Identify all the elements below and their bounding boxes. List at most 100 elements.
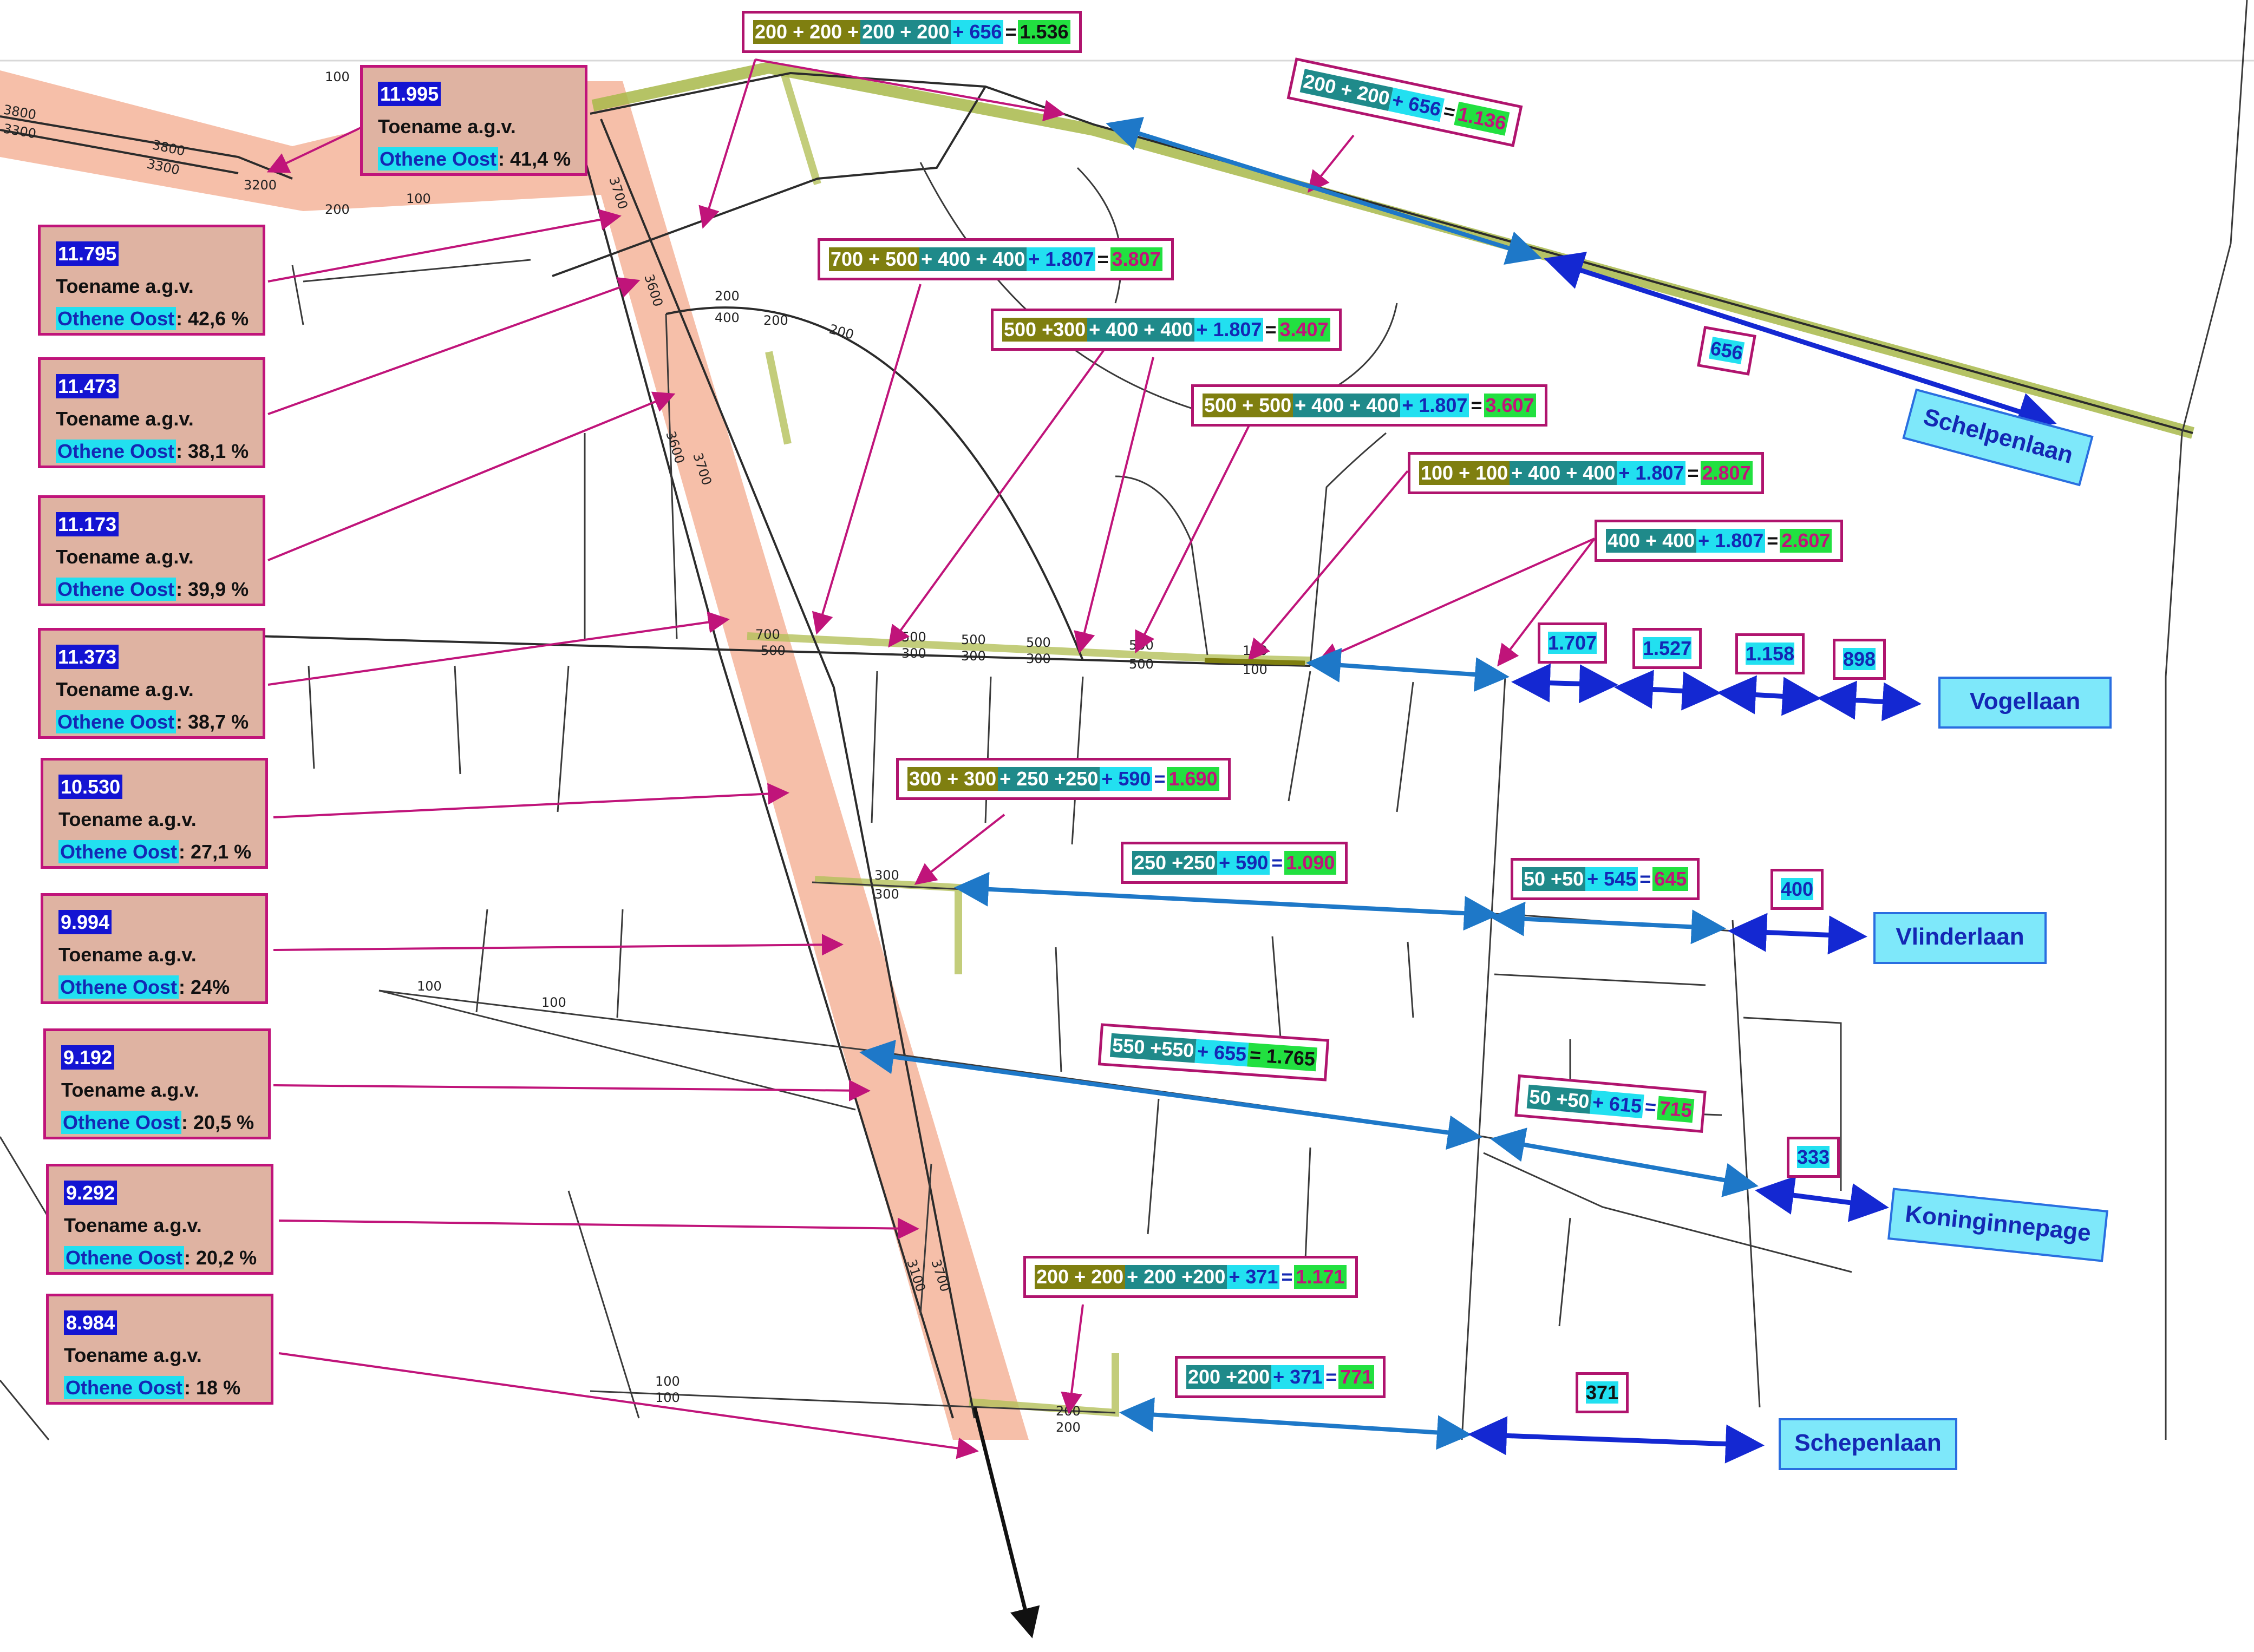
formula-part: + 545	[1585, 867, 1638, 891]
formula-part: = 1.765	[1247, 1043, 1318, 1072]
formula-part: =	[1639, 868, 1651, 890]
callout-arrows	[266, 58, 1596, 1459]
formula-part: + 1.807	[1027, 247, 1096, 271]
formula-part: 1.136	[1454, 101, 1510, 136]
road-label: 300	[961, 648, 986, 664]
info-box-label: Toename a.g.v.	[56, 546, 194, 568]
formula-part: 200 + 200 +	[753, 20, 861, 44]
formula-part: + 400 + 400	[919, 247, 1027, 271]
info-box-number: 9.192	[61, 1045, 115, 1070]
info-box-area: Othene Oost	[378, 147, 499, 171]
info-box-number: 11.995	[378, 82, 441, 106]
segment-value-box: 1.158	[1735, 633, 1805, 674]
formula-part: + 590	[1100, 767, 1153, 791]
formula-part: 200 + 200	[1035, 1265, 1126, 1289]
road-label: 200	[1056, 1420, 1081, 1435]
road-label: 500	[901, 630, 926, 645]
formula-box: 200 + 200+ 200 +200+ 371 = 1.171	[1023, 1256, 1358, 1298]
formula-part: =	[1281, 1266, 1293, 1288]
formula-box: 300 + 300+ 250 +250+ 590 = 1.690	[896, 758, 1231, 800]
formula-part: 3.607	[1484, 394, 1536, 417]
info-box-area: Othene Oost	[56, 440, 177, 463]
formula-part: =	[1097, 248, 1109, 270]
formula-part: 250 +250	[1132, 851, 1218, 875]
formula-part: + 655	[1194, 1039, 1249, 1067]
info-box-area: Othene Oost	[56, 578, 177, 601]
info-box-percentage: : 24%	[179, 976, 230, 998]
olive-arrow	[1204, 658, 1305, 666]
formula-part: 200 +200	[1186, 1365, 1272, 1389]
road-label: 300	[1026, 651, 1051, 666]
segment-value: 1.707	[1548, 632, 1597, 654]
formula-part: 645	[1652, 867, 1689, 891]
info-box-number: 11.473	[56, 374, 119, 398]
info-box-percentage: : 20,5 %	[181, 1111, 254, 1133]
formula-part: =	[1644, 1095, 1657, 1119]
main-road-band	[0, 70, 1029, 1440]
formula-part: 771	[1338, 1365, 1375, 1389]
road-label: 100	[406, 191, 431, 206]
segment-value-box: 1.527	[1632, 628, 1702, 669]
info-box-label: Toename a.g.v.	[58, 943, 197, 966]
road-label: 3200	[244, 178, 277, 193]
segment-value: 400	[1781, 878, 1814, 900]
street-label: Schepenlaan	[1779, 1418, 1957, 1470]
segment-value: 898	[1843, 648, 1876, 670]
info-box-label: Toename a.g.v.	[64, 1214, 202, 1236]
formula-part: 715	[1656, 1096, 1695, 1123]
segment-arrows	[859, 117, 1759, 1450]
road-label: 200	[763, 313, 788, 328]
formula-box: 700 + 500+ 400 + 400+ 1.807 = 3.807	[818, 238, 1174, 280]
formula-part: + 656	[1388, 87, 1445, 122]
road-label: 100	[655, 1374, 680, 1389]
formula-box: 250 +250+ 590 = 1.090	[1121, 842, 1348, 884]
info-box-number: 11.173	[56, 512, 119, 536]
formula-part: =	[1271, 851, 1283, 874]
info-box-area: Othene Oost	[56, 307, 177, 330]
road-label: 500	[1026, 635, 1051, 650]
segment-value-box: 333	[1787, 1137, 1840, 1178]
info-box: 9.192 Toename a.g.v. Othene Oost: 20,5 %	[43, 1028, 271, 1139]
formula-part: =	[1265, 318, 1277, 340]
road-label: 300	[874, 868, 899, 883]
formula-part: =	[1154, 768, 1166, 790]
formula-part: =	[1767, 529, 1779, 552]
info-box: 9.292 Toename a.g.v. Othene Oost: 20,2 %	[46, 1164, 273, 1275]
info-box-number: 9.292	[64, 1181, 117, 1205]
formula-box: 500 +300+ 400 + 400+ 1.807 = 3.407	[991, 309, 1342, 351]
road-label: 100	[1243, 643, 1268, 658]
formula-part: =	[1687, 462, 1699, 484]
info-box-number: 11.795	[56, 241, 119, 266]
formula-part: + 1.807	[1194, 318, 1264, 342]
info-box-area: Othene Oost	[56, 710, 177, 733]
info-box-label: Toename a.g.v.	[56, 678, 194, 700]
info-box-label: Toename a.g.v.	[64, 1344, 202, 1366]
road-label: 100	[417, 979, 442, 994]
formula-part: =	[1471, 394, 1482, 416]
formula-box: 400 + 400+ 1.807 = 2.607	[1595, 520, 1844, 562]
formula-box: 50 +50+ 545 = 645	[1511, 858, 1700, 900]
info-box-percentage: : 27,1 %	[179, 841, 252, 863]
info-box-area: Othene Oost	[64, 1376, 185, 1399]
formula-part: + 590	[1217, 851, 1270, 875]
formula-part: + 250 +250	[998, 767, 1100, 791]
formula-part: 1.536	[1018, 20, 1070, 44]
info-box-label: Toename a.g.v.	[58, 808, 197, 830]
formula-box: 200 + 200 + 200 + 200+ 656 = 1.536	[742, 11, 1082, 53]
black-arrow	[972, 1407, 1040, 1638]
formula-part: 400 + 400	[1606, 529, 1697, 553]
formula-part: 50 +50	[1526, 1084, 1592, 1114]
formula-part: 200 + 200	[860, 20, 951, 44]
formula-part: + 1.807	[1617, 461, 1686, 485]
formula-part: =	[1325, 1366, 1337, 1388]
formula-part: 550 +550	[1109, 1033, 1197, 1063]
info-box-percentage: : 38,1 %	[176, 440, 249, 462]
formula-part: 200 + 200	[1299, 69, 1394, 112]
road-label: 700	[755, 627, 780, 642]
formula-part: 3.807	[1110, 247, 1162, 271]
formula-box: 100 + 100+ 400 + 400+ 1.807 = 2.807	[1408, 452, 1764, 494]
road-label: 200	[827, 322, 855, 343]
info-box-number: 8.984	[64, 1310, 117, 1335]
formula-part: 2.807	[1700, 461, 1753, 485]
info-box-number: 10.530	[58, 775, 123, 799]
